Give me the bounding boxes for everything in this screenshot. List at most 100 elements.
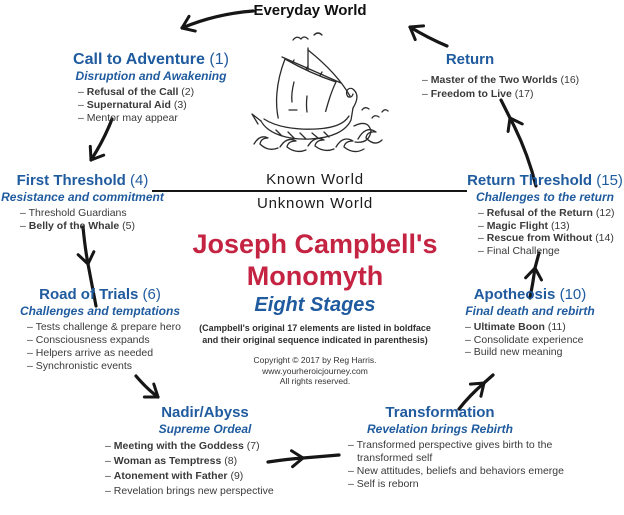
bullet-dash: – xyxy=(105,470,111,482)
stage-bullets: – Threshold Guardians – Belly of the Wha… xyxy=(20,207,165,233)
bullet-item: – Master of the Two Worlds (16) xyxy=(422,74,579,88)
bullet-dash: – xyxy=(422,74,428,86)
bullet-item: – Meeting with the Goddess (7) xyxy=(105,439,310,454)
bullet-dash: – xyxy=(27,360,33,372)
bullet-label: Threshold Guardians xyxy=(28,207,127,219)
copyright-block: Copyright © 2017 by Reg Harris. www.your… xyxy=(180,355,450,387)
copyright-line1: Copyright © 2017 by Reg Harris. xyxy=(253,355,377,365)
stage-subtitle: Disruption and Awakening xyxy=(75,69,227,83)
waves xyxy=(335,138,365,153)
stage-title: Return Threshold (15) xyxy=(467,172,623,189)
bullet-item: – Synchronistic events xyxy=(27,360,190,373)
bird-icon xyxy=(292,36,309,41)
stage-subtitle: Revelation brings Rebirth xyxy=(366,422,514,436)
stage-title: Call to Adventure (1) xyxy=(73,51,229,68)
bullet-label: Tests challenge & prepare hero xyxy=(35,321,181,333)
stage-subtitle: Supreme Ordeal xyxy=(158,422,252,436)
bullet-item: – Self is reborn xyxy=(348,478,555,491)
stage-bullets: – Master of the Two Worlds (16) – Freedo… xyxy=(422,74,579,102)
bullet-number: (14) xyxy=(595,232,614,244)
bullet-label: New attitudes, beliefs and behaviors eme… xyxy=(356,465,564,477)
bullet-number: (8) xyxy=(224,455,238,467)
bullet-item: – Helpers arrive as needed xyxy=(27,347,190,360)
main-title-line2: Monomyth xyxy=(246,261,384,291)
arrow-return-to-everyday xyxy=(408,24,449,48)
waves xyxy=(353,122,372,143)
bullet-dash: – xyxy=(465,333,471,346)
bullet-dash: – xyxy=(105,440,111,452)
bullet-dash: – xyxy=(78,112,84,124)
stage-number: (1) xyxy=(209,51,229,68)
bullet-label: Magic Flight xyxy=(486,219,549,232)
bullet-label: Woman as Temptress xyxy=(113,455,222,467)
stage-subtitle: Final death and rebirth xyxy=(465,304,595,318)
boldface-note-line1: (Campbell's original 17 elements are lis… xyxy=(199,323,431,333)
bullet-item: – Ultimate Boon (11) xyxy=(465,321,610,334)
ship-hull xyxy=(260,107,354,140)
bullet-item: – Consolidate experience xyxy=(465,334,610,347)
bullet-label: Consolidate experience xyxy=(473,333,584,346)
stage-apotheosis: Apotheosis (10) Final death and rebirth … xyxy=(450,286,610,359)
bullet-dash: – xyxy=(27,334,33,346)
waves xyxy=(307,137,335,152)
bullet-dash: – xyxy=(105,455,111,467)
bullet-item: – Magic Flight (13) xyxy=(478,220,624,233)
bullet-dash: – xyxy=(27,321,33,333)
bullet-label: Master of the Two Worlds xyxy=(430,74,558,86)
bullet-label: Supernatural Aid xyxy=(86,99,171,111)
bullet-dash: – xyxy=(20,207,26,219)
stage-number: (4) xyxy=(130,172,149,189)
arrow-call-to-firstthreshold xyxy=(88,117,114,162)
bullet-dash: – xyxy=(348,478,354,490)
bullet-item: – Atonement with Father (9) xyxy=(105,469,310,484)
stage-subtitle: Challenges to the return xyxy=(475,190,615,204)
bullet-item: – New attitudes, beliefs and behaviors e… xyxy=(348,465,564,478)
waves xyxy=(357,129,383,144)
bullet-number: (12) xyxy=(595,207,615,219)
bullet-label: Final Challenge xyxy=(486,244,560,257)
bullet-label: Revelation brings new perspective xyxy=(113,485,274,497)
bullet-dash: – xyxy=(78,86,84,98)
stage-bullets: – Transformed perspective gives birth to… xyxy=(348,439,564,491)
bullet-dash: – xyxy=(478,207,484,219)
bullet-dash: – xyxy=(465,321,471,333)
stage-bullets: – Ultimate Boon (11) – Consolidate exper… xyxy=(465,321,610,359)
bullet-label: Rescue from Without xyxy=(486,232,593,244)
bullet-label: Belly of the Whale xyxy=(28,220,120,232)
bullet-item: – Transformed perspective gives birth to… xyxy=(348,439,555,452)
sailing-ship-illustration xyxy=(251,32,389,153)
bullet-label: Consciousness expands xyxy=(35,334,150,346)
stage-transformation: Transformation Revelation brings Rebirth… xyxy=(325,404,564,491)
stage-bullets: – Refusal of the Return (12) – Magic Fli… xyxy=(478,207,624,257)
boldface-note-line2: and their original sequence indicated in… xyxy=(202,334,428,345)
bullet-label: transformed self xyxy=(357,452,433,464)
stage-number: (15) xyxy=(596,172,623,189)
bullet-dash: – xyxy=(105,485,111,497)
bullet-number: (16) xyxy=(560,74,580,86)
bird-icon xyxy=(361,107,389,119)
bullet-label: Transformed perspective gives birth to t… xyxy=(356,439,553,451)
bullet-item: – Threshold Guardians xyxy=(20,207,165,220)
stage-nadir-abyss: Nadir/Abyss Supreme Ordeal – Meeting wit… xyxy=(100,404,310,499)
bullet-number: (17) xyxy=(514,87,534,100)
stage-number: (10) xyxy=(559,286,587,303)
bullet-item: – Rescue from Without (14) xyxy=(478,232,624,245)
bullet-label: Refusal of the Call xyxy=(86,86,179,98)
bullet-item: – Woman as Temptress (8) xyxy=(105,454,310,469)
bullet-dash: – xyxy=(20,220,26,232)
bullet-label: Synchronistic events xyxy=(35,360,133,372)
boldface-note: (Campbell's original 17 elements are lis… xyxy=(180,323,450,346)
bullet-item: – Revelation brings new perspective xyxy=(105,484,310,499)
stage-subtitle: Resistance and commitment xyxy=(1,190,164,204)
waves xyxy=(279,138,307,153)
stage-title: Return xyxy=(445,51,495,68)
stage-bullets: – Meeting with the Goddess (7) – Woman a… xyxy=(105,439,310,499)
bullet-item-continuation: transformed self xyxy=(348,452,555,465)
bullet-number: (7) xyxy=(246,440,260,452)
everyday-world-label: Everyday World xyxy=(253,2,367,19)
bullet-dash: – xyxy=(348,439,354,451)
bullet-number: (2) xyxy=(181,86,195,98)
bullet-item: – Freedom to Live (17) xyxy=(422,88,540,102)
ship-stern xyxy=(251,113,262,125)
